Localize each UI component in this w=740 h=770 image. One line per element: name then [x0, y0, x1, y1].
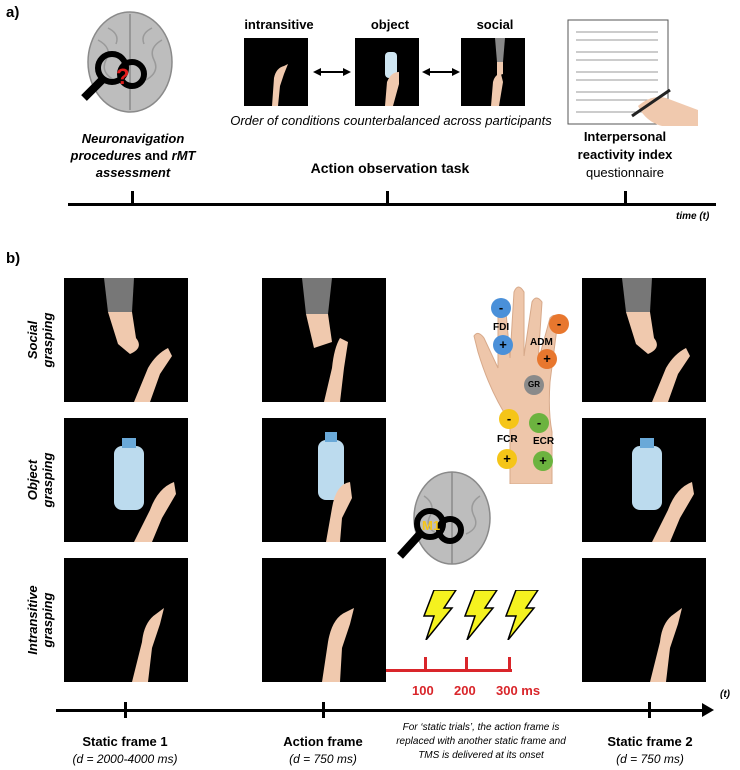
counterbalance-text: Order of conditions counterbalanced acro… [230, 113, 552, 128]
frame-social-static1 [64, 278, 188, 402]
brain-neuronav-icon: ? [81, 11, 173, 113]
frame-social-action [262, 278, 386, 402]
lightning-bolt-icon-1 [422, 590, 457, 640]
cond-object-label: object [370, 17, 410, 32]
timeline-b-tick-3 [648, 702, 651, 718]
timeline-a-tick-3 [624, 191, 627, 205]
adm-label: ADM [530, 337, 553, 348]
questionnaire-icon [567, 19, 698, 126]
frame-object-static1 [64, 418, 188, 542]
fdi-label: FDI [493, 322, 510, 333]
tms-tick-300 [508, 657, 511, 671]
tms-timeline [386, 669, 512, 672]
task-title: Action observation task [310, 160, 470, 176]
fdi-plus-electrode: + [493, 335, 513, 355]
fcr-plus-electrode: + [497, 449, 517, 469]
thumb-intransitive [244, 38, 308, 106]
timeline-a-tick-2 [386, 191, 389, 205]
action-frame-caption: Action frame (d = 750 ms) [283, 734, 363, 766]
neuronav-caption: Neuronavigation procedures and rMT asses… [70, 131, 196, 180]
ecr-label: ECR [533, 436, 555, 447]
double-arrow-icon-2 [422, 68, 460, 76]
timeline-b-tick-2 [322, 702, 325, 718]
timeline-a-label: time (t) [676, 211, 710, 222]
frame-intransitive-static1 [64, 558, 188, 682]
fcr-label: FCR [497, 434, 518, 445]
adm-plus-electrode: + [537, 349, 557, 369]
tms-tick-100 [424, 657, 427, 671]
frame-object-action [262, 418, 386, 542]
tms-label-200: 200 [454, 683, 476, 698]
timeline-b-arrowhead-icon [702, 703, 714, 717]
timeline-b-tick-1 [124, 702, 127, 718]
adm-minus-electrode: - [549, 314, 569, 334]
m1-label: M1 [422, 518, 440, 533]
static-trials-note: For ‘static trials’, the action frame is… [396, 722, 566, 761]
cond-intransitive-label: intransitive [244, 17, 314, 32]
timeline-a [68, 203, 716, 206]
iri-caption: Interpersonal reactivity index questionn… [577, 129, 673, 180]
double-arrow-icon-1 [313, 68, 351, 76]
ecr-plus-electrode: + [533, 451, 553, 471]
thumb-object [355, 38, 419, 106]
frame-social-static2 [582, 278, 706, 402]
fcr-minus-electrode: - [499, 409, 519, 429]
static-frame-2-caption: Static frame 2 (d = 750 ms) [607, 734, 693, 766]
panel-b-label: b) [6, 250, 21, 267]
cond-social-label: social [476, 17, 514, 32]
lightning-bolt-icon-2 [463, 590, 498, 640]
fdi-minus-electrode: - [491, 298, 511, 318]
static-frame-1-caption: Static frame 1 (d = 2000-4000 ms) [72, 734, 178, 766]
tms-label-100: 100 [412, 683, 434, 698]
lightning-bolt-icon-3 [504, 590, 539, 640]
frame-object-static2 [582, 418, 706, 542]
thumb-social [461, 38, 525, 106]
tms-label-300: 300 ms [496, 683, 541, 698]
brain-m1-coil-icon: M1 [397, 471, 491, 565]
frame-intransitive-action [262, 558, 386, 682]
frame-intransitive-static2 [582, 558, 706, 682]
timeline-b-label: (t) [720, 689, 730, 700]
ecr-minus-electrode: - [529, 413, 549, 433]
svg-text:?: ? [116, 64, 129, 89]
timeline-b [56, 709, 706, 712]
timeline-a-tick-1 [131, 191, 134, 205]
tms-tick-200 [465, 657, 468, 671]
panel-a-label: a) [6, 4, 20, 21]
gr-electrode: GR [524, 375, 544, 395]
